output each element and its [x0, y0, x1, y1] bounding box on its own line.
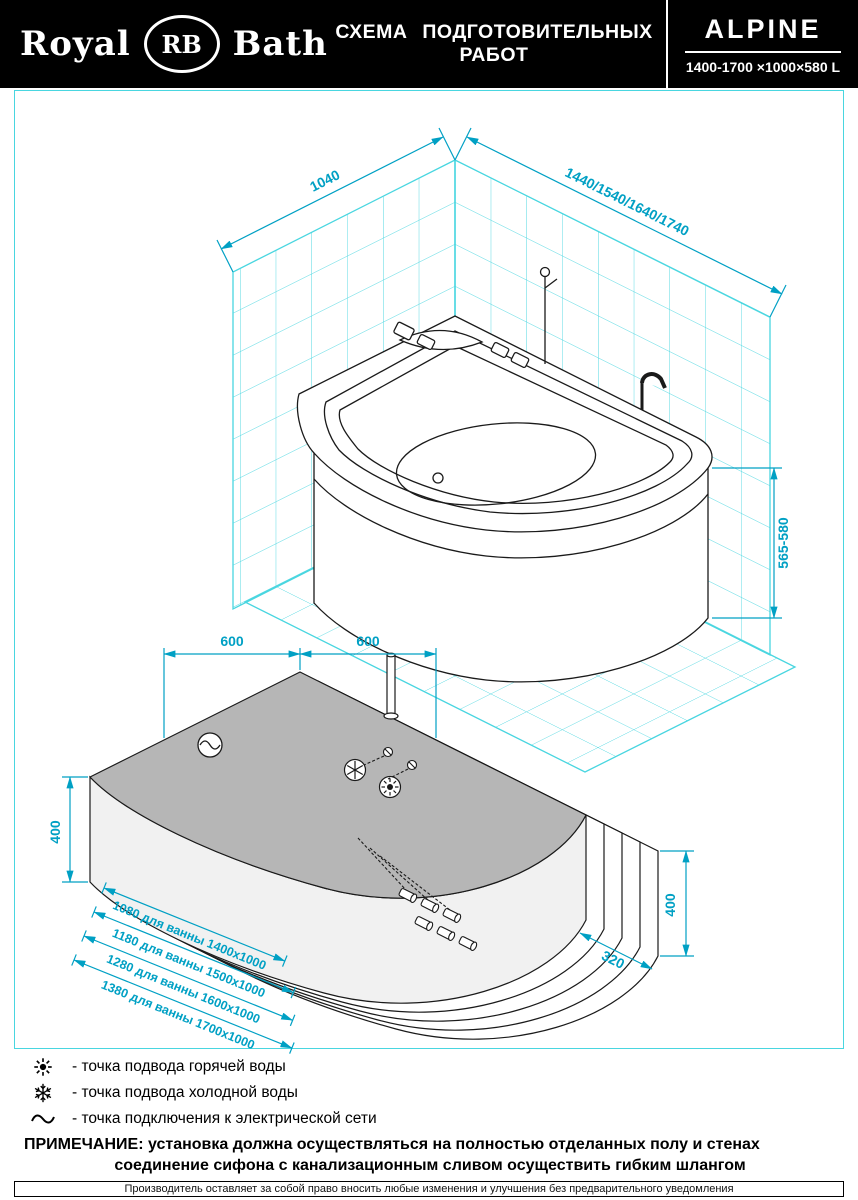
- electric-icon: [28, 1112, 58, 1126]
- base-top-face: [89, 671, 587, 899]
- model-name: ALPINE: [704, 13, 822, 44]
- header: Royal RB Bath СХЕМА ПОДГОТОВИТЕЛЬНЫХ РАБ…: [0, 0, 858, 88]
- legend-row-cold: - точка подвода холодной воды: [28, 1080, 377, 1106]
- cold-water-icon: [28, 1082, 58, 1104]
- tub-rim-front-edge: [313, 452, 709, 533]
- model-size: 1400-1700 ×1000×580 L: [685, 58, 841, 75]
- legend-label: - точка подвода холодной воды: [72, 1084, 298, 1101]
- installation-drawing: 1040 1440/1540/1640/1740 565-580: [14, 90, 844, 1054]
- hand-shower-head: [539, 266, 551, 278]
- legend-row-hot: - точка подвода горячей воды: [28, 1054, 377, 1080]
- note-line1-text: установка должна осуществляться на полно…: [147, 1136, 760, 1153]
- brand-oval-logo: RB: [143, 15, 220, 73]
- brand-logo: Royal RB Bath: [0, 15, 327, 73]
- dim-tub-height: 565-580: [712, 467, 791, 619]
- dim-400-left: 400: [47, 776, 88, 883]
- siphon-point-icon: [197, 732, 223, 758]
- hot-water-point-icon: [378, 775, 402, 799]
- tub-silhouette: [296, 315, 713, 683]
- model-divider: [685, 50, 841, 53]
- legend-label: - точка подвода горячей воды: [72, 1058, 286, 1075]
- dim-600-chain: 600 600: [163, 633, 437, 738]
- dim-400-left-label: 400: [47, 820, 63, 844]
- cold-water-point-icon: [343, 758, 367, 782]
- dim-400-right: 400: [660, 850, 694, 957]
- dim-tub-height-label: 565-580: [775, 517, 791, 569]
- bathtub: [296, 266, 713, 683]
- note-line2: соединение сифона с канализационным слив…: [114, 1157, 746, 1174]
- tub-inner-rim: [323, 330, 693, 515]
- footer-note: Производитель оставляет за собой право в…: [14, 1181, 844, 1197]
- note-line1: ПРИМЕЧАНИЕ: установка должна осуществлят…: [24, 1136, 836, 1154]
- legend-row-electric: - точка подключения к электрической сети: [28, 1106, 377, 1132]
- brand-bath-text: Bath: [232, 24, 328, 64]
- legend-label: - точка подключения к электрической сети: [72, 1110, 377, 1127]
- tub-drain: [432, 472, 444, 484]
- dim-600-left-label: 600: [220, 633, 244, 649]
- tub-basin-floor: [395, 422, 597, 506]
- tub-basin-edge: [338, 345, 674, 505]
- tub-apron-lip: [313, 478, 709, 559]
- drawing-frame: [14, 90, 844, 1049]
- note-block: ПРИМЕЧАНИЕ: установка должна осуществлят…: [24, 1136, 836, 1175]
- brand-royal-text: Royal: [20, 24, 131, 64]
- dim-400-right-label: 400: [662, 893, 678, 917]
- hot-water-icon: [28, 1056, 58, 1078]
- dim-600-right-label: 600: [356, 633, 380, 649]
- document-title: СХЕМА ПОДГОТОВИТЕЛЬНЫХ РАБОТ: [335, 21, 653, 66]
- drain-fittings: [357, 837, 478, 952]
- deck-fixtures: [393, 266, 667, 410]
- brand-rb-text: RB: [161, 29, 202, 59]
- screw-markers: [363, 746, 418, 780]
- legend: - точка подвода горячей воды - точка под…: [28, 1054, 377, 1132]
- model-box: ALPINE 1400-1700 ×1000×580 L: [666, 0, 858, 88]
- faucet-spout: [640, 372, 667, 389]
- note-label: ПРИМЕЧАНИЕ:: [24, 1136, 144, 1153]
